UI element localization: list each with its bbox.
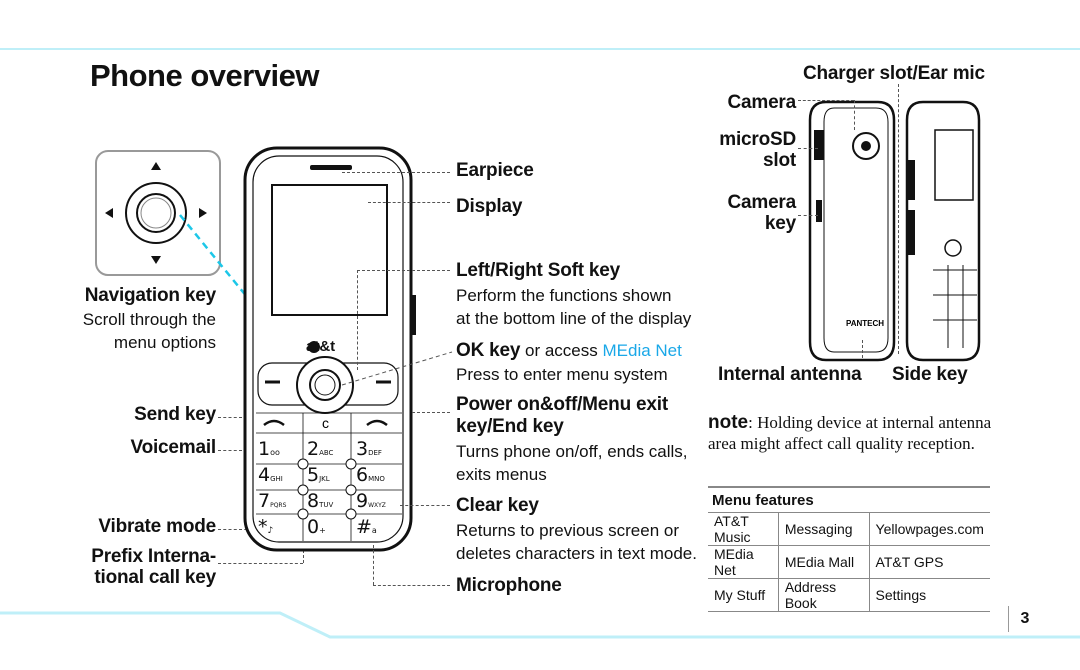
table-cell: Messaging	[777, 512, 870, 546]
internal-antenna-label: Internal antenna	[718, 364, 862, 385]
phone-side-illustration	[905, 100, 981, 362]
keypad: 1oo 2ABC 3DEF 4GHI 5JKL 6MNO 7PQRS 8TUV …	[258, 438, 408, 542]
soft-key-desc-2: at the bottom line of the display	[456, 309, 692, 328]
menu-features-title: Menu features	[712, 492, 814, 509]
navigation-key-desc-1: Scroll through the	[82, 310, 216, 329]
svg-text:c: c	[322, 415, 329, 431]
ok-key-leader	[341, 351, 453, 386]
keypad-key: 4GHI	[258, 464, 283, 486]
clear-key-desc-1: Returns to previous screen or	[456, 521, 679, 540]
voicemail-label: Voicemail	[130, 437, 217, 458]
menu-features-box: Menu features AT&T Music Messaging Yello…	[708, 486, 990, 612]
vibrate-mode-label: Vibrate mode	[98, 516, 216, 537]
keypad-row: *♪ 0+ #a	[258, 516, 408, 542]
navigation-key-desc-2: menu options	[113, 333, 216, 352]
table-row: My Stuff Address Book Settings	[708, 578, 990, 612]
ok-key-label: OK key	[456, 340, 521, 361]
prefix-key-label-1: Prefix Interna-	[91, 546, 216, 567]
table-cell: Settings	[868, 578, 990, 612]
table-cell: AT&T Music	[708, 512, 779, 546]
top-rule	[0, 48, 1080, 50]
table-cell: My Stuff	[708, 578, 779, 612]
keypad-row: 4GHI 5JKL 6MNO	[258, 464, 408, 490]
power-key-label-2: key/End key	[456, 416, 564, 437]
charger-slot-label: Charger slot/Ear mic	[803, 63, 985, 84]
media-net-link[interactable]: MEdia Net	[602, 341, 682, 360]
prefix-key-label-2: tional call key	[94, 567, 216, 588]
keypad-key: 0+	[307, 516, 326, 538]
keypad-key: *♪	[258, 516, 274, 538]
navigation-key-label: Navigation key	[84, 285, 217, 306]
send-key-label: Send key	[134, 404, 216, 425]
keypad-key: 1oo	[258, 438, 280, 460]
table-cell: MEdia Net	[708, 545, 779, 579]
table-cell: AT&T GPS	[868, 545, 990, 579]
earpiece-label: Earpiece	[456, 160, 534, 181]
keypad-key: 2ABC	[307, 438, 334, 460]
phone-front-illustration: c	[243, 146, 416, 552]
keypad-row: 7PQRS 8TUV 9WXYZ	[258, 490, 408, 516]
table-row: MEdia Net MEdia Mall AT&T GPS	[708, 545, 990, 579]
page-title: Phone overview	[90, 58, 320, 93]
table-row: AT&T Music Messaging Yellowpages.com	[708, 512, 990, 546]
keypad-key: 9WXYZ	[356, 490, 386, 512]
microsd-label-2: slot	[763, 150, 796, 171]
navigation-key-diagram	[95, 150, 221, 276]
clear-key-label: Clear key	[456, 495, 539, 516]
power-key-label-1: Power on&off/Menu exit	[456, 394, 668, 415]
phone-back-illustration: PANTECH	[808, 100, 896, 362]
power-key-desc-2: exits menus	[456, 465, 547, 484]
microphone-label: Microphone	[456, 575, 562, 596]
keypad-key: 8TUV	[307, 490, 334, 512]
page-number: 3	[1008, 606, 1041, 632]
ok-key-desc: Press to enter menu system	[456, 365, 668, 384]
soft-key-desc-1: Perform the functions shown	[456, 286, 672, 305]
menu-features-table: AT&T Music Messaging Yellowpages.com MEd…	[708, 512, 990, 612]
ok-key-line: OK key or access MEdia Net	[456, 339, 682, 362]
note-paragraph: note: Holding device at internal antenna…	[708, 412, 993, 454]
note-label: note	[708, 412, 749, 433]
power-key-desc-1: Turns phone on/off, ends calls,	[456, 442, 688, 461]
microsd-label-1: microSD	[719, 129, 796, 150]
keypad-key: #a	[356, 516, 377, 538]
keypad-key: 3DEF	[356, 438, 382, 460]
att-logo: at&t	[306, 338, 336, 355]
side-key-label: Side key	[892, 364, 968, 385]
table-cell: Address Book	[777, 578, 870, 612]
camera-key-label-2: key	[764, 213, 796, 234]
table-cell: Yellowpages.com	[868, 512, 990, 546]
keypad-key: 5JKL	[307, 464, 330, 486]
table-cell: MEdia Mall	[777, 545, 870, 579]
camera-key-label-1: Camera	[727, 192, 796, 213]
clear-key-desc-2: deletes characters in text mode.	[456, 544, 697, 563]
maker-logo: PANTECH	[846, 319, 884, 328]
display-label: Display	[456, 196, 523, 217]
note-text: : Holding device at internal antenna are…	[708, 413, 992, 453]
soft-key-label: Left/Right Soft key	[456, 260, 621, 281]
camera-label: Camera	[727, 92, 796, 113]
keypad-row: 1oo 2ABC 3DEF	[258, 438, 408, 464]
keypad-key: 7PQRS	[258, 490, 287, 512]
keypad-key: 6MNO	[356, 464, 385, 486]
bottom-rule	[0, 611, 1080, 639]
ok-key-mid: or access	[520, 341, 603, 360]
